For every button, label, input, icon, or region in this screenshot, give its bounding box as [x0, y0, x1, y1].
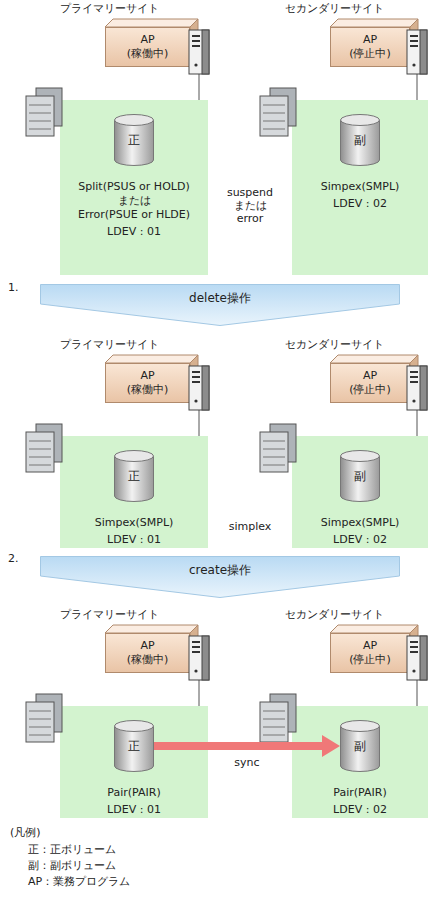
node-text: 副 — [340, 469, 380, 483]
arrow-band-shape — [41, 285, 400, 326]
node-text: または — [60, 194, 208, 208]
cylinder-top — [115, 721, 154, 732]
cylinder-body — [115, 456, 154, 501]
node-text: LDEV : 02 — [292, 533, 428, 547]
site-area: Split(PSUS or HOLD)またはError(PSUE or HLDE… — [60, 100, 208, 275]
program-box: AP(稼働中) — [105, 363, 190, 403]
node-text: AP — [331, 639, 409, 653]
node-text: AP — [106, 639, 189, 653]
program-box: AP(稼働中) — [105, 27, 190, 67]
site-label: プライマリーサイト — [60, 2, 159, 15]
node-text: AP — [331, 33, 409, 47]
program-box: AP(停止中) — [330, 363, 410, 403]
cylinder-body — [341, 726, 380, 771]
node-text: LDEV : 01 — [60, 225, 208, 239]
volume-cylinder: 正 — [114, 720, 154, 772]
step-number: 2. — [8, 552, 19, 565]
cylinder-top — [341, 115, 380, 126]
program-box: AP(停止中) — [330, 27, 410, 67]
legend-text: 正：正ボリューム — [28, 843, 116, 856]
site-label: (凡例) — [10, 826, 41, 839]
legend-text: AP：業務プログラム — [28, 875, 130, 888]
node-text: (稼働中) — [106, 383, 189, 397]
site-label: セカンダリーサイト — [285, 338, 384, 351]
node-text: (稼働中) — [106, 47, 189, 61]
volume-cylinder: 副 — [340, 450, 380, 502]
site-label: セカンダリーサイト — [285, 2, 384, 15]
node-text: LDEV : 02 — [292, 803, 428, 817]
node-text: LDEV : 01 — [60, 533, 208, 547]
arrow-band-shape — [41, 557, 400, 598]
node-text: Error(PSUE or HLDE) — [60, 208, 208, 222]
cylinder-body — [341, 120, 380, 165]
node-text: AP — [106, 33, 189, 47]
cylinder-top — [341, 721, 380, 732]
program-box: AP(停止中) — [330, 633, 410, 673]
node-text: (停止中) — [331, 47, 409, 61]
site-area: Simpex(SMPL) LDEV : 02 副 — [292, 436, 428, 548]
site-area: Pair(PAIR) LDEV : 01 正 — [60, 706, 208, 818]
operation-arrow: create操作 — [40, 556, 400, 598]
node-text: Simpex(SMPL) — [292, 180, 428, 194]
legend-entry: 正：正ボリューム — [28, 843, 116, 857]
node-text: AP — [106, 369, 189, 383]
legend-text: 副：副ボリューム — [28, 859, 116, 872]
arrow-head — [322, 735, 340, 757]
site-label: suspend または error — [224, 186, 276, 225]
node-text: Simpex(SMPL) — [292, 516, 428, 530]
node-text: 正 — [114, 133, 154, 147]
node-text: Split(PSUS or HOLD) — [60, 180, 208, 194]
node-text: 副 — [340, 739, 380, 753]
site-label: セカンダリーサイト — [285, 608, 384, 621]
node-text: delete操作 — [40, 290, 400, 307]
node-text: (停止中) — [331, 383, 409, 397]
node-text: LDEV : 01 — [60, 803, 208, 817]
arrow-shaft — [154, 742, 326, 750]
node-text: LDEV : 02 — [292, 197, 428, 211]
node-text: 副 — [340, 133, 380, 147]
node-text: 正 — [114, 739, 154, 753]
cylinder-top — [341, 451, 380, 462]
volume-cylinder: 副 — [340, 720, 380, 772]
site-illustration — [26, 625, 427, 742]
node-text: Pair(PAIR) — [292, 786, 428, 800]
node-text: 正 — [114, 469, 154, 483]
volume-cylinder: 正 — [114, 450, 154, 502]
site-area: Pair(PAIR) LDEV : 02 副 — [292, 706, 428, 818]
cylinder-body — [115, 726, 154, 771]
cylinder-top — [115, 115, 154, 126]
site-illustration — [26, 355, 427, 472]
node-text: (停止中) — [331, 653, 409, 667]
cylinder-top — [115, 451, 154, 462]
cylinder-body — [115, 120, 154, 165]
legend-entry: AP：業務プログラム — [28, 875, 130, 889]
node-text: (稼働中) — [106, 653, 189, 667]
step-number: 1. — [8, 281, 19, 294]
program-box: AP(稼働中) — [105, 633, 190, 673]
sync-arrow — [154, 735, 340, 757]
node-text: Simpex(SMPL) — [60, 516, 208, 530]
site-label: プライマリーサイト — [60, 338, 159, 351]
site-area: Simpex(SMPL) LDEV : 02 副 — [292, 100, 428, 275]
legend-entry: 副：副ボリューム — [28, 859, 116, 873]
site-label: simplex — [222, 520, 278, 533]
node-text: AP — [331, 369, 409, 383]
site-area: Simpex(SMPL) LDEV : 01 正 — [60, 436, 208, 548]
site-illustration — [26, 19, 427, 136]
volume-cylinder: 正 — [114, 114, 154, 166]
node-text: Pair(PAIR) — [60, 786, 208, 800]
operation-arrow: delete操作 — [40, 284, 400, 326]
edge-label: sync — [217, 756, 277, 769]
node-text: create操作 — [40, 562, 400, 579]
cylinder-body — [341, 456, 380, 501]
volume-cylinder: 副 — [340, 114, 380, 166]
site-label: プライマリーサイト — [60, 608, 159, 621]
